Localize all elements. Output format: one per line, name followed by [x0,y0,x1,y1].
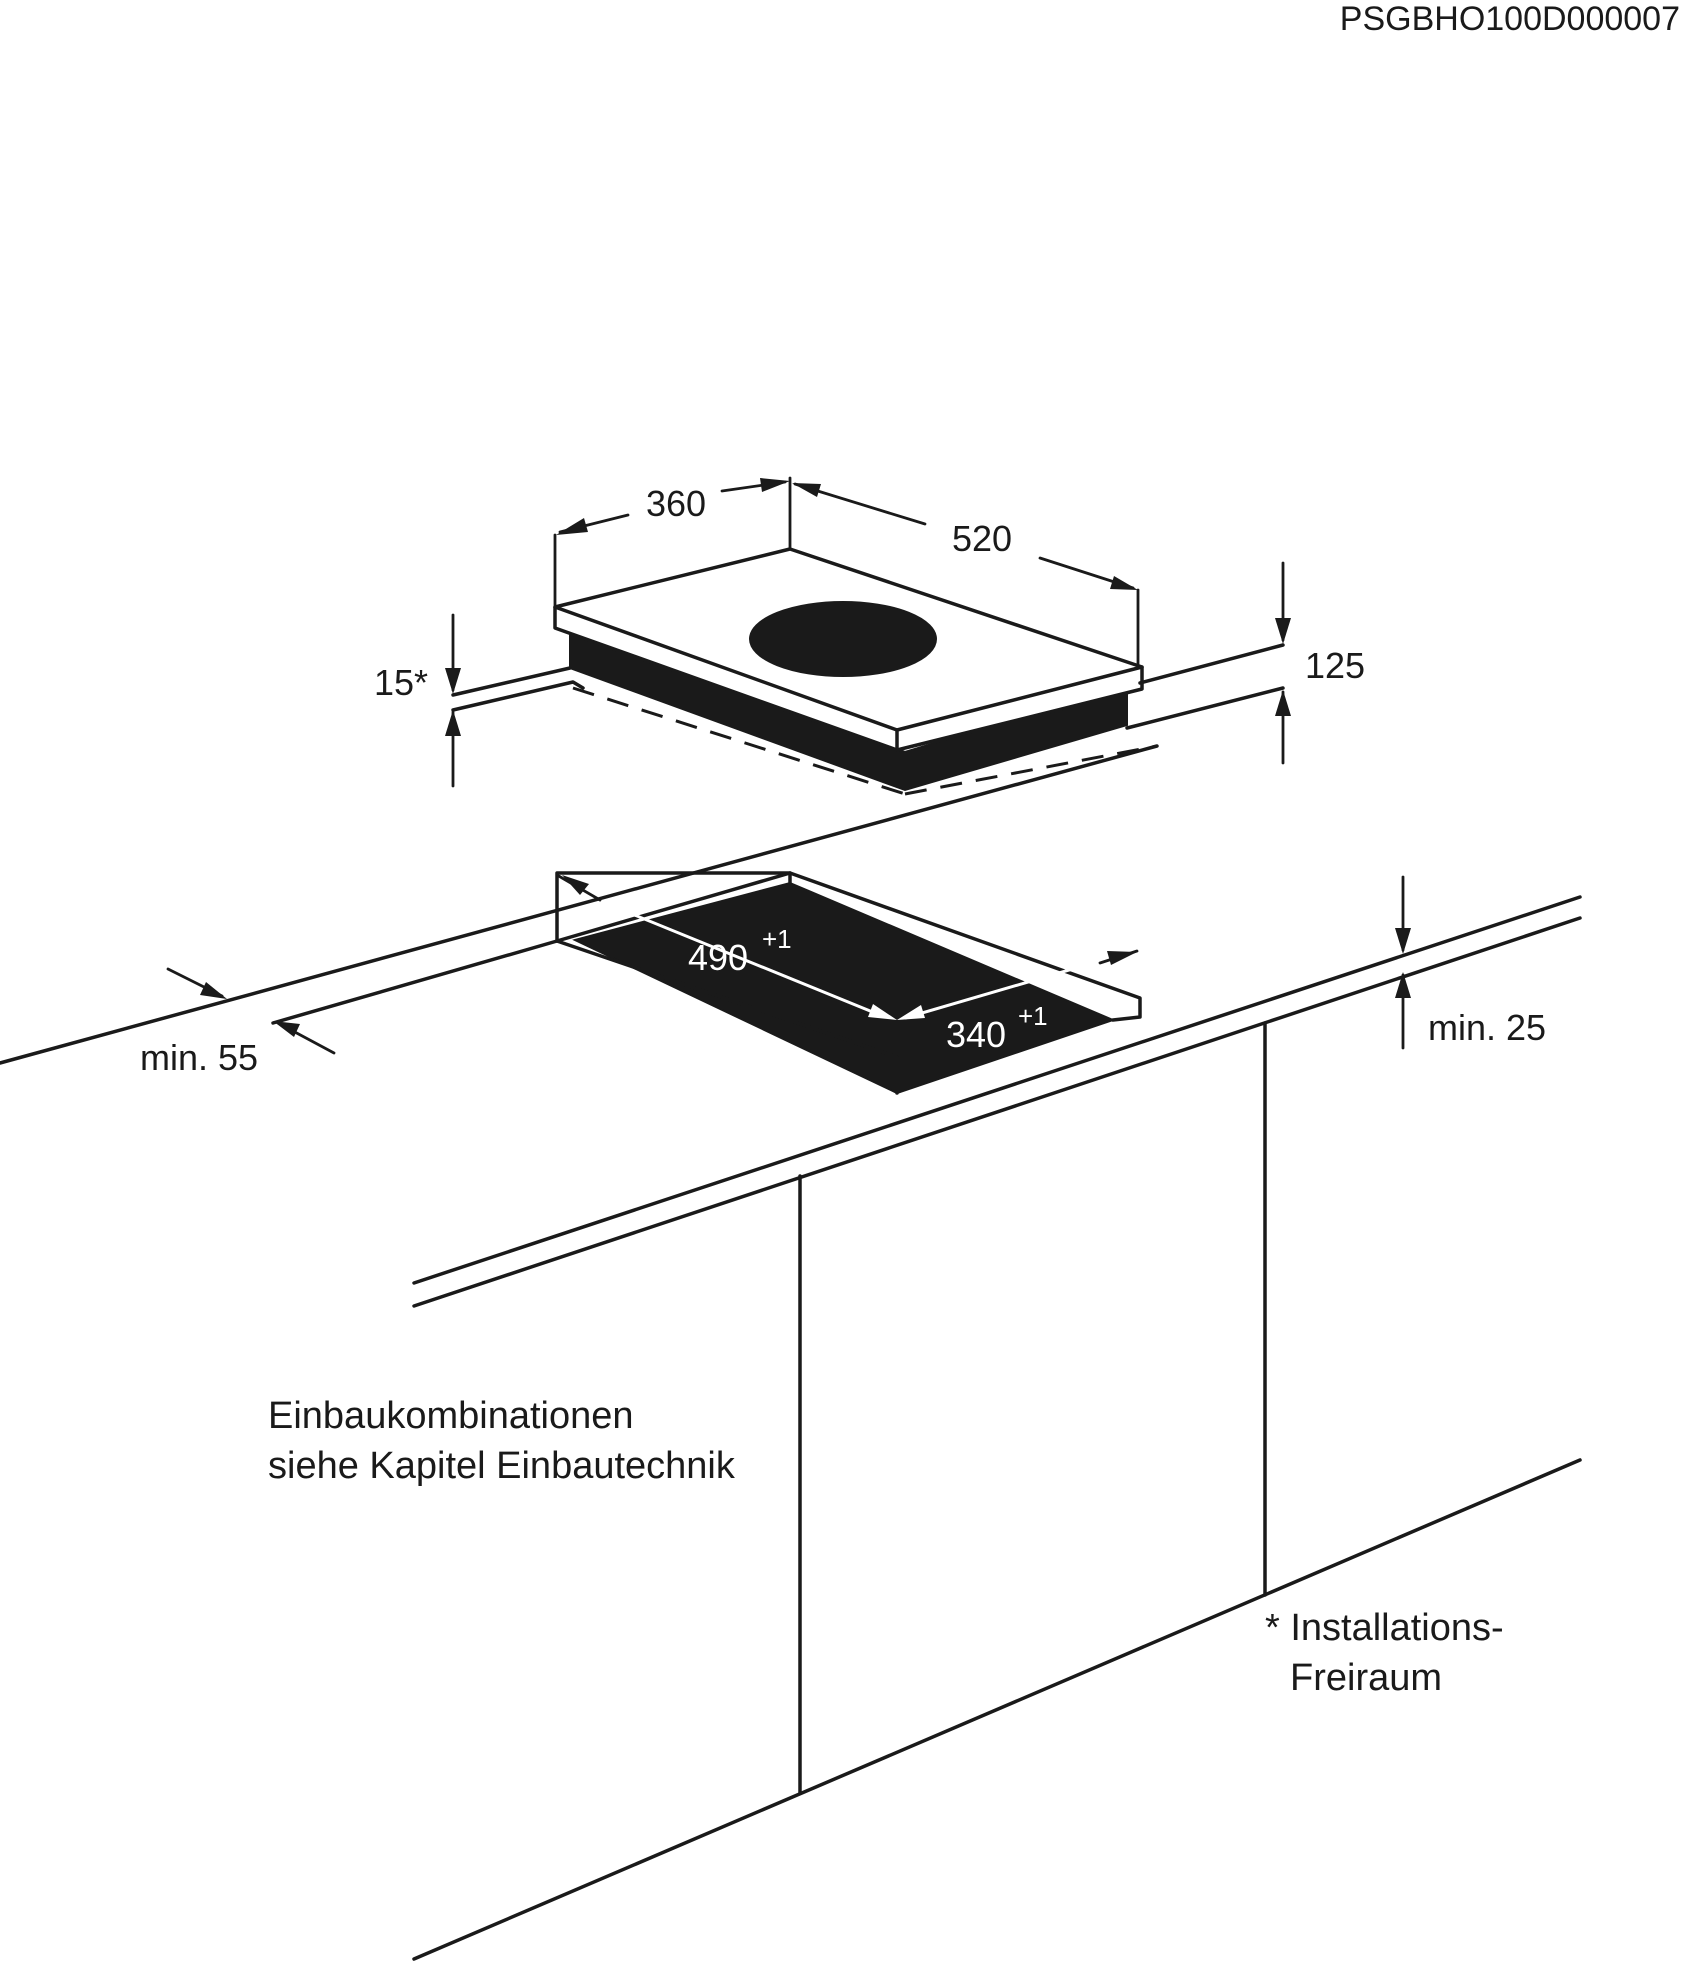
worktop-cutout: 490 +1 340 +1 [555,871,1142,1095]
arrow-125-top [1275,618,1291,644]
worktop-front-top-edge [412,895,1582,1285]
label-490-tolerance: +1 [762,924,792,954]
label-min25: min. 25 [1428,1007,1546,1048]
dim-min55: min. 55 [140,967,336,1078]
worktop-min55-line [271,939,559,1025]
notes: Einbaukombinationen siehe Kapitel Einbau… [268,1395,1504,1699]
label-min55: min. 55 [140,1037,258,1078]
label-340: 340 [946,1014,1006,1055]
dim-line-490-outer [555,873,602,902]
drawing-code: PSGBHO100D000007 [1340,0,1680,38]
ref-line-right-upper [1138,643,1285,685]
arrow-15-top [445,668,461,694]
arrow-340-start [897,1005,925,1020]
label-520: 520 [952,518,1012,559]
dim-125: 125 [1275,561,1365,765]
dim-360: 360 [553,476,792,609]
cabinet [412,1021,1582,1961]
arrow-min25-top [1395,928,1411,954]
dim-15: 15* [374,613,461,788]
hob-plate-right-edge [895,665,1144,732]
label-360: 360 [646,483,706,524]
underside-dash-right [904,744,1158,796]
floor-line [412,1458,1582,1961]
dim-min25: min. 25 [1395,875,1546,1050]
cutout-hole [572,881,1116,1095]
arrow-min25-bottom [1395,972,1411,998]
note-combination-line1: Einbaukombinationen [268,1395,634,1437]
footnote-line1: * Installations- [1265,1607,1504,1649]
worktop-back-edge [0,744,1159,1065]
label-340-tolerance: +1 [1018,1001,1048,1031]
hob-plate-front-edge [553,605,899,732]
dim-line-490 [609,903,881,1017]
hob-body [569,626,1128,792]
arrow-min55-a [200,982,227,999]
arrow-360-left [556,518,588,535]
hob-reference-lines [451,643,1285,730]
arrow-520-left [792,483,821,497]
arrow-360-right [760,478,790,492]
hob-unit [553,547,1144,792]
arrow-490-end [868,1004,897,1020]
dim-520: 520 [792,482,1140,667]
arrow-15-bottom [445,710,461,736]
hob-underside-outline [572,686,1158,796]
cutout-back-inner [555,871,792,943]
cutout-outline [555,871,1142,1022]
ref-line-left-upper [451,666,572,697]
cutout-left-inner [555,939,899,1059]
label-15: 15* [374,662,428,703]
underside-dash-left [572,686,906,796]
worktop-front-bottom-edge [412,916,1582,1308]
dim-line-340 [904,956,1111,1020]
ref-line-right-lower [1125,686,1285,730]
note-combination-line2: siehe Kapitel Einbautechnik [268,1445,736,1487]
label-490: 490 [688,937,748,978]
ref-line-left-lower [451,680,585,712]
arrow-125-bottom [1275,690,1291,716]
worktop [0,744,1582,1308]
footnote-line2: Freiraum [1290,1657,1442,1699]
label-125: 125 [1305,645,1365,686]
dim-line-340-outer [1098,949,1139,965]
cooking-zone [749,601,937,677]
arrow-520-right [1110,576,1138,590]
arrow-min55-b [273,1021,300,1037]
